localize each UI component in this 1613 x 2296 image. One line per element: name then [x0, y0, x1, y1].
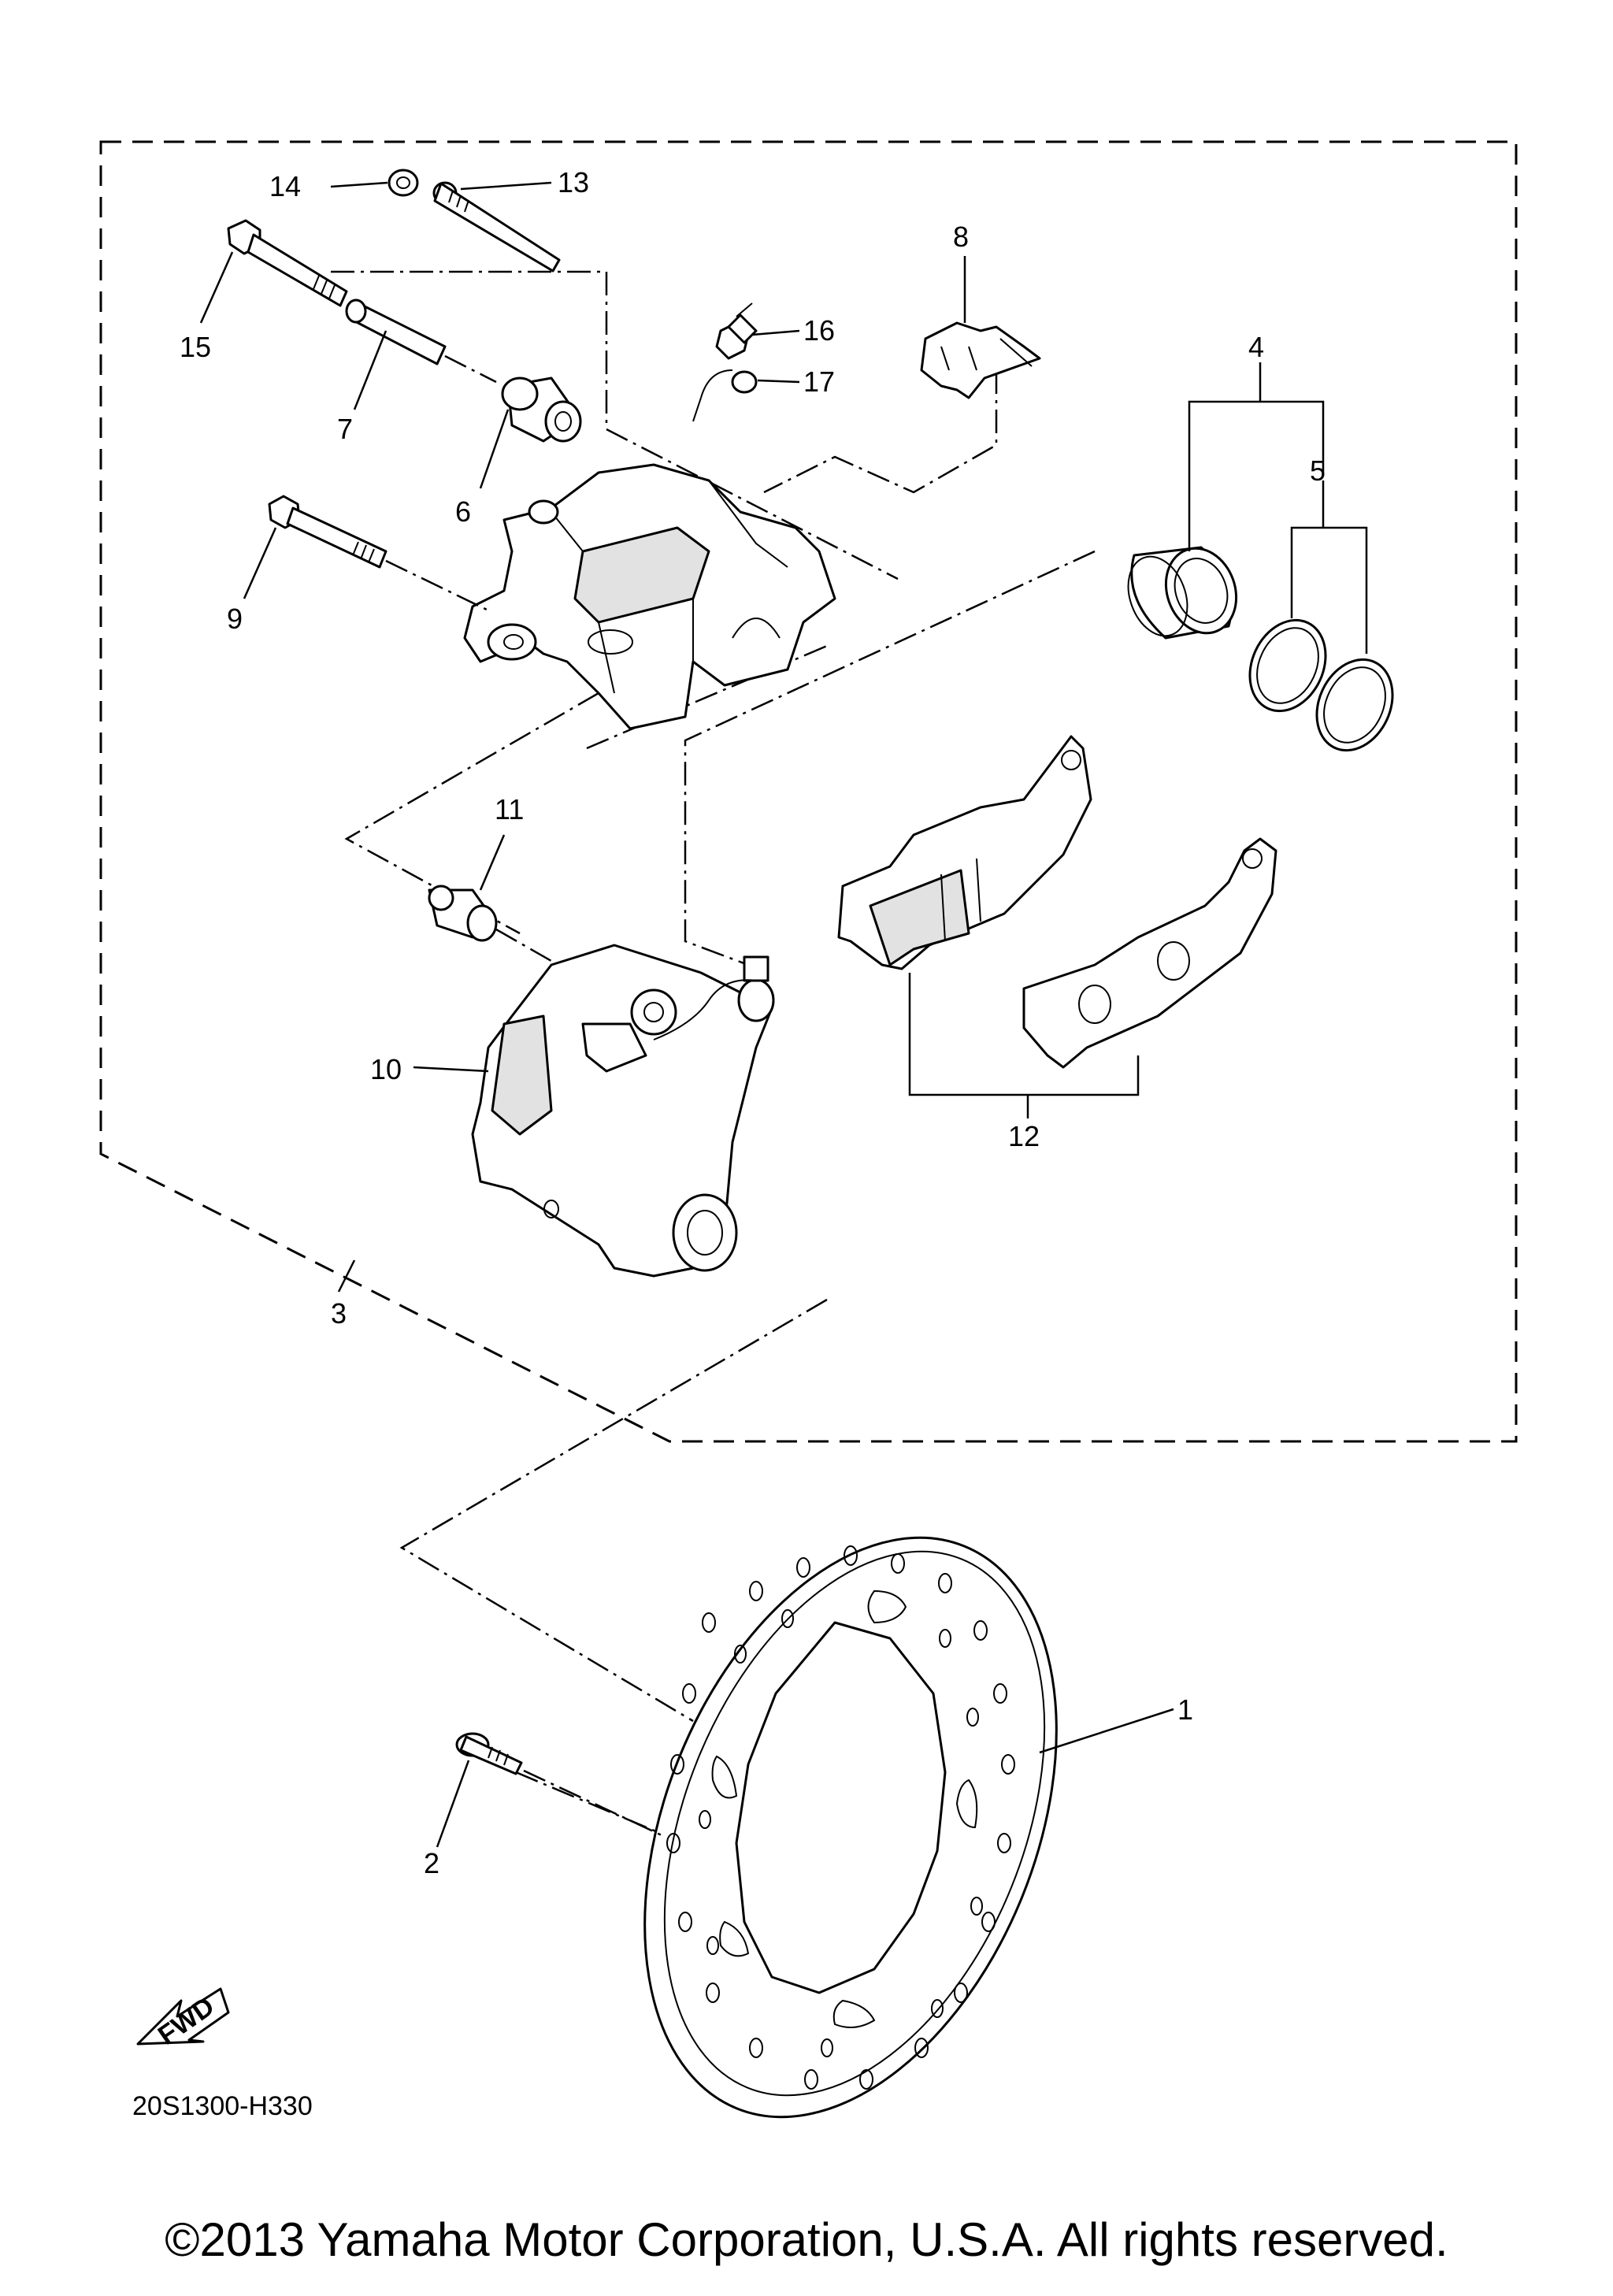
callout-6: 6 [455, 495, 471, 528]
callout-1: 1 [1177, 1693, 1193, 1726]
slide-pin [345, 299, 447, 365]
callout-12: 12 [1008, 1120, 1040, 1152]
brake-pad-kit [837, 735, 1277, 1069]
callout-3: 3 [331, 1297, 347, 1330]
diagram-reference: 20S1300-H330 [132, 2091, 313, 2121]
callout-4: 4 [1248, 331, 1264, 363]
callout-11: 11 [495, 793, 524, 825]
forward-arrow-icon: FWD [136, 1987, 230, 2051]
caliper-bush [501, 376, 582, 443]
caliper-body [463, 463, 836, 730]
bleed-pin [432, 181, 561, 273]
caliper-piston [1127, 546, 1238, 640]
bleed-screw-cap [692, 369, 758, 422]
callout-14: 14 [269, 170, 301, 202]
copyright-notice: ©2013 Yamaha Motor Corporation, U.S.A. A… [165, 2213, 1448, 2266]
bleed-screw [715, 302, 758, 360]
bleed-cap [387, 169, 419, 197]
callout-2: 2 [424, 1847, 439, 1879]
callout-13: 13 [558, 166, 589, 198]
caliper-assembly-boundary [99, 140, 1518, 1443]
pad-support [920, 321, 1041, 399]
caliper-bolt [268, 495, 387, 569]
callout-17: 17 [803, 365, 835, 398]
callout-8: 8 [953, 221, 969, 253]
callout-9: 9 [227, 603, 243, 635]
callout-10: 10 [370, 1053, 402, 1085]
brake-disc [643, 1536, 1058, 2119]
piston-seals [1248, 618, 1394, 752]
disc-bolt [455, 1732, 523, 1775]
pin-boot [428, 885, 498, 942]
callout-15: 15 [180, 331, 211, 363]
callout-5: 5 [1310, 454, 1326, 487]
callout-16: 16 [803, 314, 835, 347]
caliper-pin-bolt [227, 219, 348, 307]
caliper-bracket [471, 944, 775, 1278]
callout-7: 7 [337, 413, 353, 445]
